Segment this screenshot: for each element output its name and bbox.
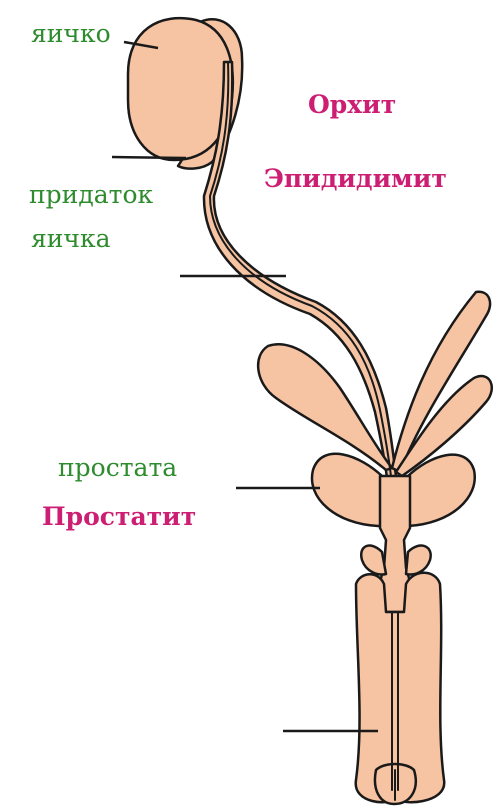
label-prostate: простата	[58, 455, 177, 480]
label-epididymis-line2: яичка	[31, 226, 111, 251]
prostate-shape	[312, 454, 384, 526]
pointer-epididymis	[112, 157, 186, 158]
bulbourethral-right-shape	[406, 546, 431, 575]
condition-prostatitis: Простатит	[42, 504, 196, 529]
condition-orchitis: Орхит	[308, 92, 396, 117]
label-epididymis-line1: придаток	[29, 182, 153, 207]
condition-epididymitis: Эпидидимит	[264, 166, 447, 191]
bulbourethral-left-shape	[361, 546, 386, 575]
label-testis: яичко	[31, 21, 111, 46]
